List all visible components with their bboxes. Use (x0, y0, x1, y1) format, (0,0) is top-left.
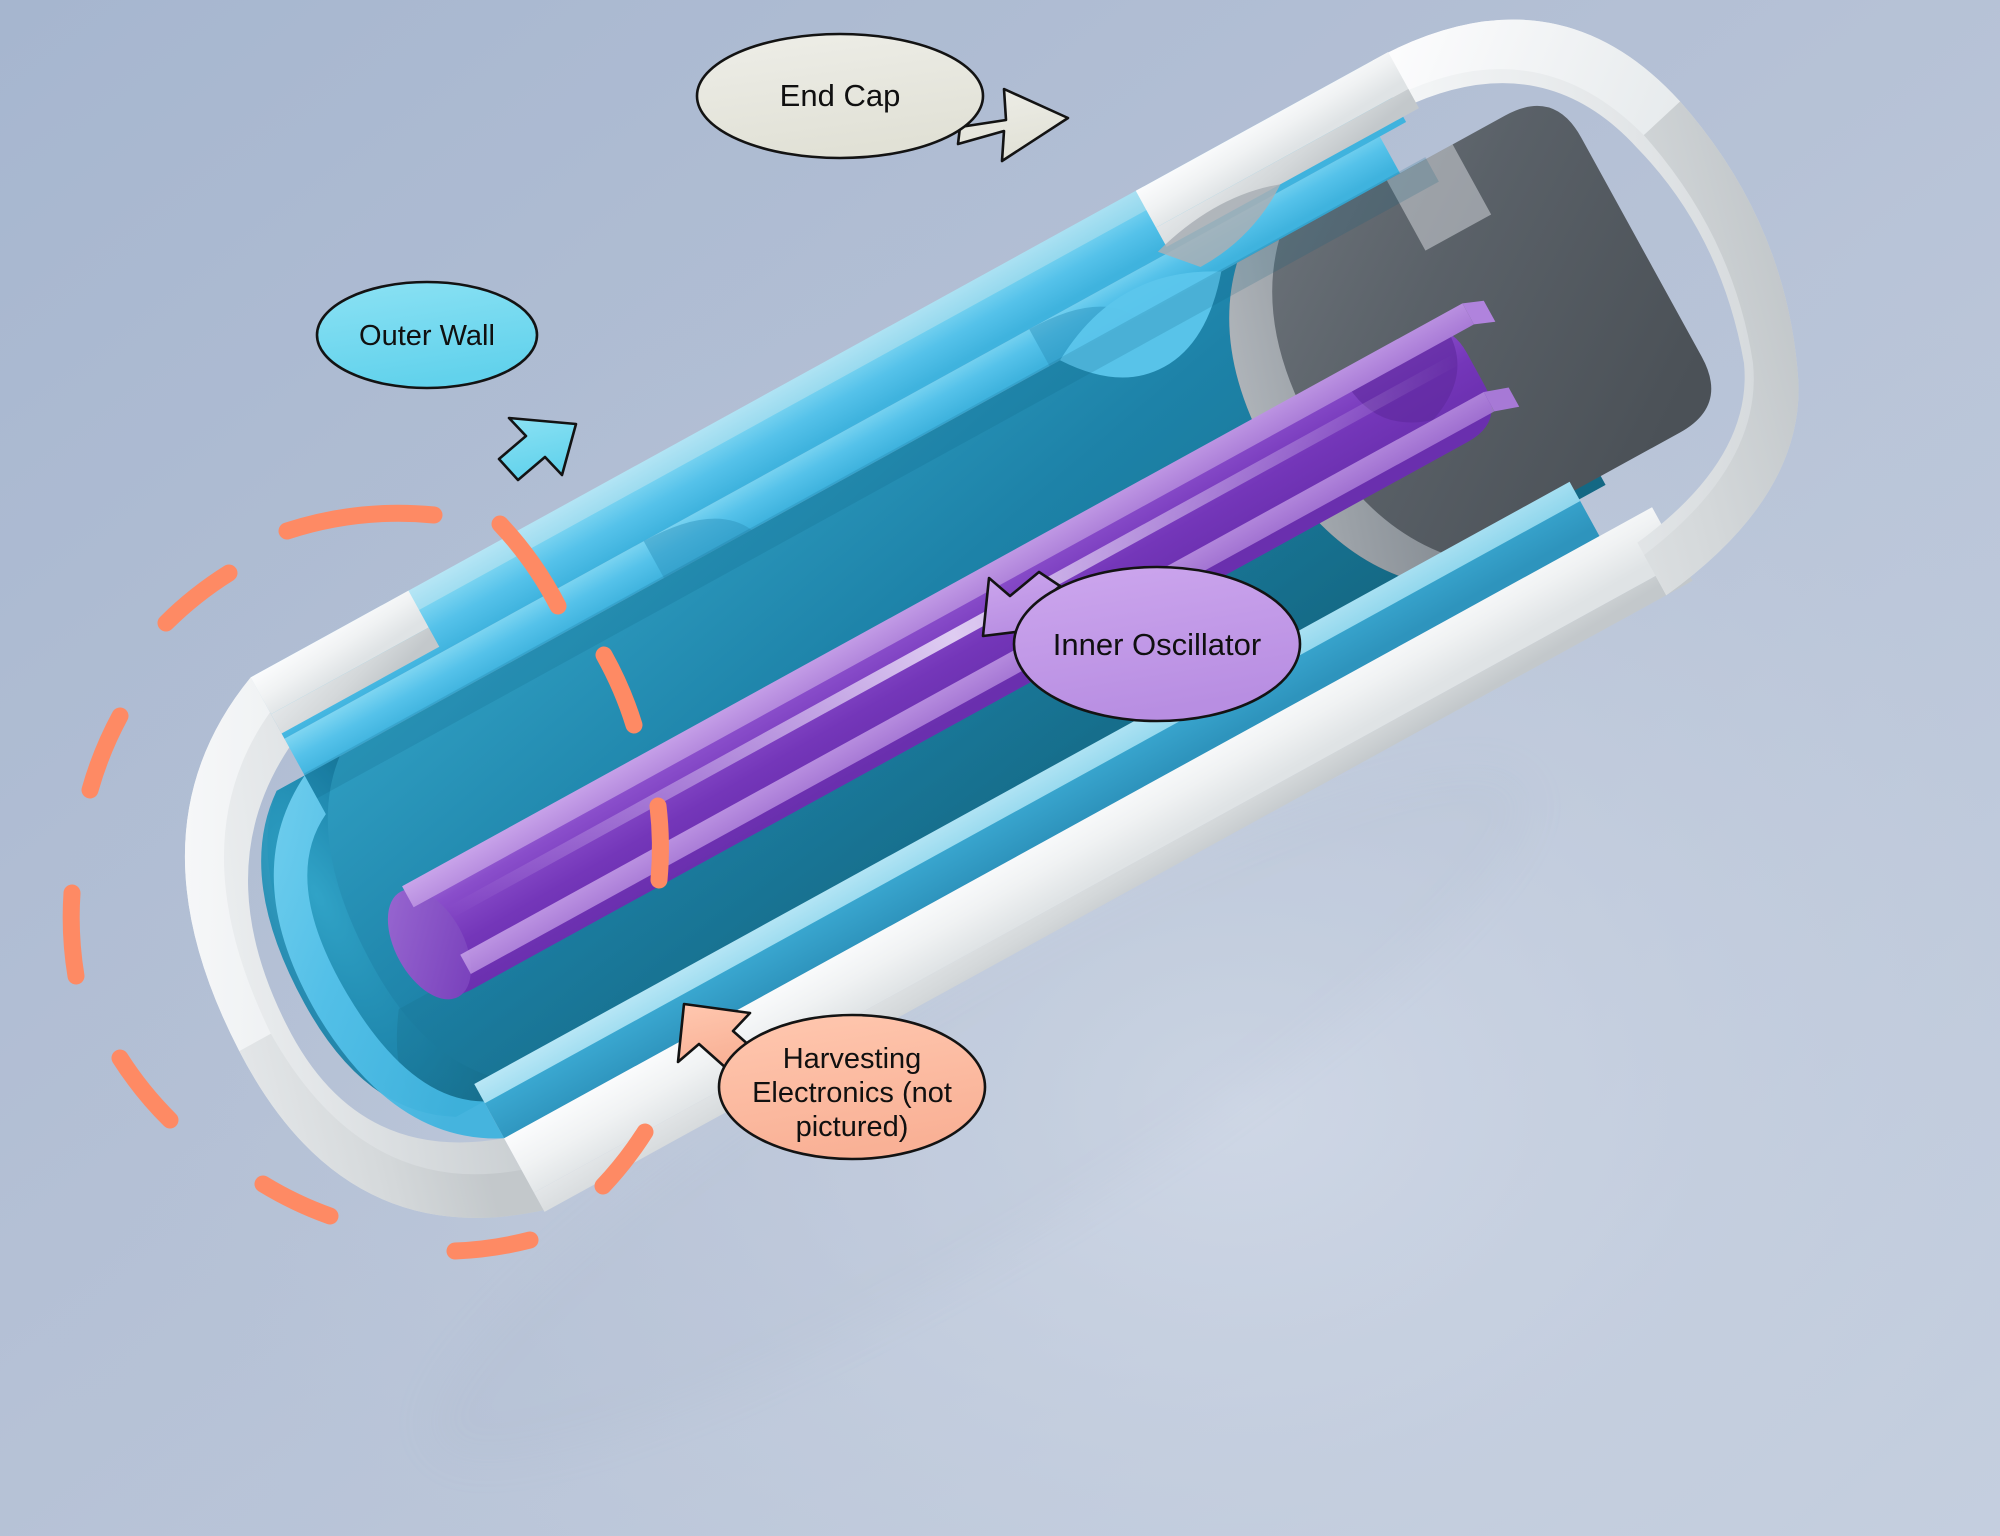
dash-segment (491, 515, 567, 615)
outer-wall-front-top-edge (474, 481, 1581, 1104)
outer-wall-top-rail-edge (250, 60, 1383, 697)
dash-segment (446, 1231, 539, 1260)
end-cap-shoulder (1157, 184, 1281, 268)
inner-oscillator-lip-end-upper (1462, 300, 1496, 325)
callout-end-cap-arrow (956, 87, 1070, 163)
outer-shell-left-bottom (239, 1033, 544, 1218)
outer-shell-left-rim (184, 677, 271, 1052)
dash-segment (278, 504, 443, 540)
callout-harvesting-electronics-bubble (717, 1013, 987, 1161)
callout-outer-wall-bubble (315, 280, 539, 390)
callout-end-cap[interactable] (695, 32, 1070, 163)
callout-end-cap-bubble (695, 32, 985, 160)
outer-shell-right-bottom (1643, 101, 1799, 596)
inner-oscillator-highlight (445, 353, 1460, 919)
outer-wall-rail-scallop-a (643, 518, 752, 578)
callout-outer-wall-arrow (497, 416, 578, 482)
inner-oscillator-lip-end-lower (1483, 387, 1520, 412)
dash-segment (157, 564, 238, 632)
outer-wall-dome (1060, 271, 1222, 378)
callout-harvesting-electronics[interactable] (676, 1002, 987, 1161)
dash-segment (81, 707, 129, 799)
dash-segment (649, 797, 669, 889)
dash-segment (254, 1175, 339, 1225)
inner-cavity-shading (396, 377, 1606, 1116)
end-cap-interior-notch (1386, 144, 1492, 251)
dash-segment (594, 1123, 654, 1195)
dash-segment (62, 884, 85, 985)
callout-outer-wall[interactable] (315, 280, 578, 482)
dash-segment (111, 1049, 179, 1129)
outer-wall-left-cap-front (273, 775, 505, 1139)
outer-shell-left-top-slab (250, 590, 429, 715)
inner-oscillator-lower-lip (460, 392, 1495, 975)
dashed-circle-highlight (62, 504, 669, 1260)
inner-oscillator-left-cap (387, 889, 471, 1000)
outer-shell-right-top-slab (1135, 52, 1409, 228)
dash-segment (595, 646, 643, 734)
inner-oscillator-upper-lip (402, 303, 1474, 908)
outer-shell-right-rim (1372, 19, 1681, 136)
device-shadow (427, 767, 1533, 1463)
cavity-contact-shade (303, 157, 1439, 799)
callout-inner-oscillator-bubble (1012, 565, 1302, 723)
outer-wall-front-face (483, 499, 1600, 1139)
outer-shell-left-top-slab-face (270, 627, 440, 734)
callout-inner-oscillator[interactable] (981, 565, 1302, 723)
